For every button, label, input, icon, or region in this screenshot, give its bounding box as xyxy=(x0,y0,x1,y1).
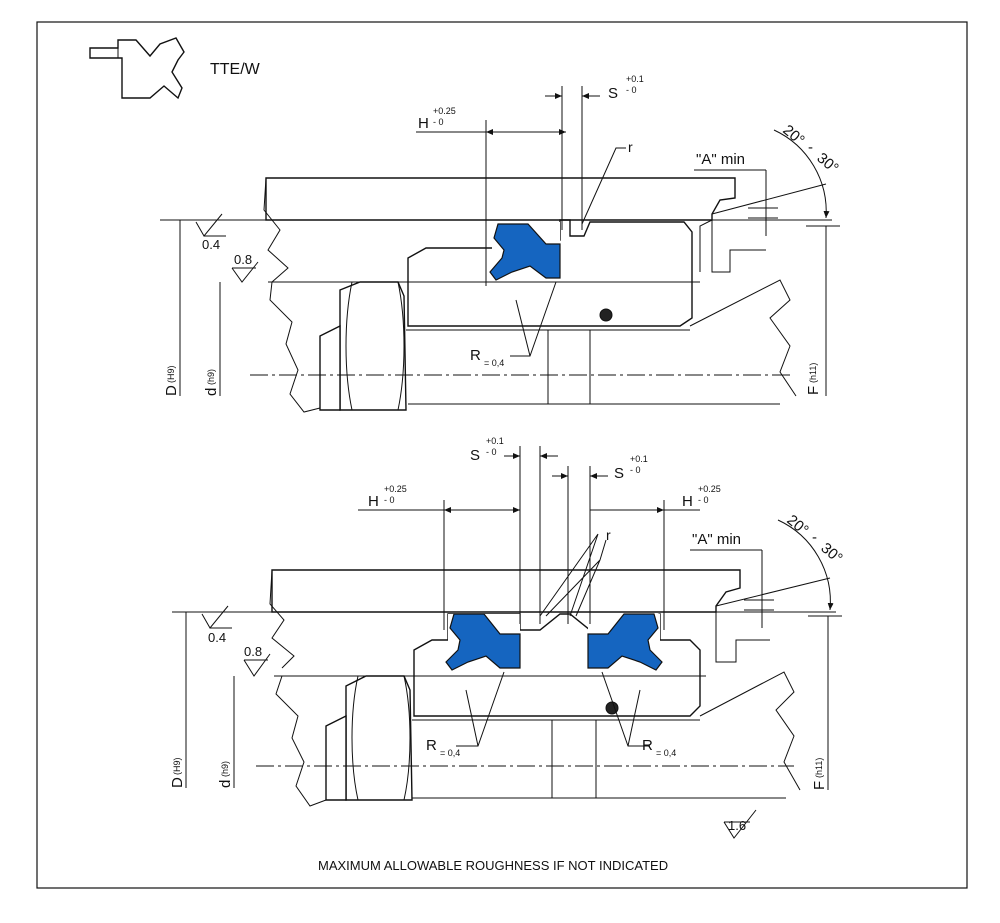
top-radius-big-r-val: = 0,4 xyxy=(484,358,504,368)
bottom-dim-h-right-tol-plus: +0.25 xyxy=(698,484,721,494)
bottom-dim-h-left-tol-plus: +0.25 xyxy=(384,484,407,494)
top-dim-d-big: D xyxy=(163,385,180,396)
bottom-dim-s-left: S xyxy=(470,447,480,464)
top-rod-guide xyxy=(339,281,407,411)
top-a-min: "A" min xyxy=(696,151,745,168)
profile-label: TTE/W xyxy=(210,61,261,78)
bottom-rod-guide xyxy=(345,675,413,801)
top-dim-h: H xyxy=(418,115,429,132)
drawing-frame xyxy=(36,21,968,889)
top-roughness-08-symbol xyxy=(231,261,259,283)
bottom-radius-big-r-left: R xyxy=(426,737,437,754)
top-o-ring xyxy=(599,308,613,322)
top-angle-a: 20° xyxy=(779,121,807,149)
bottom-dim-s-right: S xyxy=(614,465,624,482)
bottom-dim-d-small-fit: (h9) xyxy=(220,761,230,777)
top-radius-r: r xyxy=(628,139,633,155)
bottom-roughness-04: 0.4 xyxy=(208,630,226,645)
top-dim-h-tol-plus: +0.25 xyxy=(433,106,456,116)
bottom-dim-h-right-tol-minus: - 0 xyxy=(698,495,709,505)
bottom-roughness-08: 0.8 xyxy=(244,644,262,659)
top-dim-f: F xyxy=(805,386,822,395)
bottom-seal-left xyxy=(445,613,521,671)
top-roughness-04-symbol xyxy=(195,213,226,237)
bottom-dim-f-fit: (h11) xyxy=(814,758,824,778)
top-dim-d-big-fit: (H9) xyxy=(166,365,176,383)
top-radius-big-r: R xyxy=(470,347,481,364)
top-dim-s: S xyxy=(608,85,618,102)
bottom-roughness-08-symbol xyxy=(243,653,271,677)
bottom-dim-d-big: D xyxy=(169,777,186,788)
bottom-dim-h-left: H xyxy=(368,493,379,510)
bottom-dim-s-left-tol-minus: - 0 xyxy=(486,447,497,457)
top-section-view: S +0.1 - 0 H +0.25 - 0 r "A" min 20° - 3… xyxy=(160,74,842,413)
bottom-dim-d-big-fit: (H9) xyxy=(172,757,182,775)
bottom-dim-h-left-tol-minus: - 0 xyxy=(384,495,395,505)
top-angle-dash: - xyxy=(808,139,813,156)
top-housing xyxy=(265,177,736,221)
general-roughness-value: 1.6 xyxy=(728,818,746,833)
top-dim-s-tol-minus: - 0 xyxy=(626,85,637,95)
bottom-housing xyxy=(271,569,741,613)
top-roughness-08: 0.8 xyxy=(234,252,252,267)
bottom-dim-f: F xyxy=(811,781,828,790)
bottom-a-min: "A" min xyxy=(692,531,741,548)
bottom-seal-right xyxy=(587,613,663,671)
top-dim-h-tol-minus: - 0 xyxy=(433,117,444,127)
bottom-section-view: S +0.1 - 0 S +0.1 - 0 H +0.25 - 0 H +0.2… xyxy=(169,436,846,807)
top-dim-d-small-fit: (h9) xyxy=(206,369,216,385)
bottom-roughness-04-symbol xyxy=(201,605,232,629)
bottom-radius-big-r-right-val: = 0,4 xyxy=(656,748,676,758)
top-seal xyxy=(489,223,561,281)
bottom-dim-s-right-tol-minus: - 0 xyxy=(630,465,641,475)
bottom-radius-r: r xyxy=(606,527,611,543)
bottom-radius-big-r-right: R xyxy=(642,737,653,754)
top-roughness-04: 0.4 xyxy=(202,237,220,252)
bottom-dim-s-right-tol-plus: +0.1 xyxy=(630,454,648,464)
bottom-dim-s-left-tol-plus: +0.1 xyxy=(486,436,504,446)
bottom-angle-dash: - xyxy=(812,529,817,546)
bottom-radius-big-r-left-val: = 0,4 xyxy=(440,748,460,758)
bottom-o-ring xyxy=(605,701,619,715)
bottom-dim-d-small: d xyxy=(217,780,234,788)
bottom-dim-h-right: H xyxy=(682,493,693,510)
top-dim-d-small: d xyxy=(203,388,220,396)
bottom-angle-a: 20° xyxy=(783,511,811,539)
seal-profile-icon xyxy=(89,37,185,100)
top-dim-s-tol-plus: +0.1 xyxy=(626,74,644,84)
footer-note: MAXIMUM ALLOWABLE ROUGHNESS IF NOT INDIC… xyxy=(318,858,668,873)
top-dim-f-fit: (h11) xyxy=(808,363,818,383)
general-roughness-symbol xyxy=(723,809,757,839)
